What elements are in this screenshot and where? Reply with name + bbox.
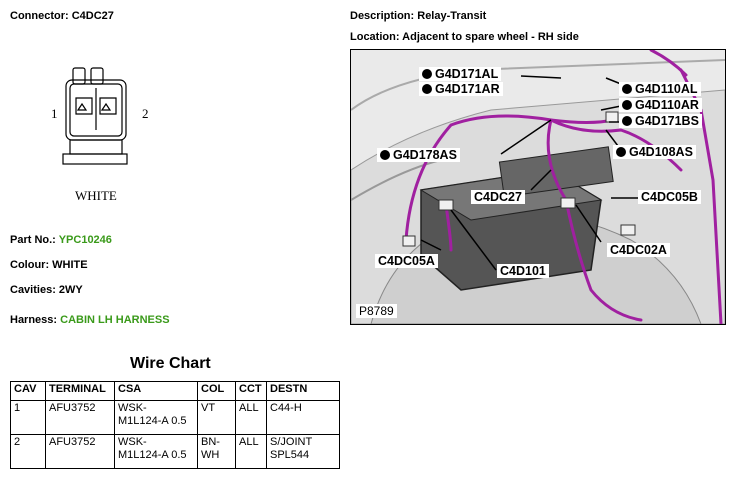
cell-destn: C44-H xyxy=(266,400,340,435)
callout-c4dc05a: C4DC05A xyxy=(375,254,438,268)
location-photo: G4D171AL G4D171AR G4D110AL G4D110AR G4D1… xyxy=(350,49,726,325)
callout-c4dc02a: C4DC02A xyxy=(607,243,670,257)
cell-cct: ALL xyxy=(235,400,267,435)
bullet-icon xyxy=(616,147,626,157)
header-destn: DESTN xyxy=(266,381,340,401)
cell-destn: S/JOINT SPL544 xyxy=(266,434,340,469)
cell-cav: 2 xyxy=(10,434,46,469)
harness-line: Harness: CABIN LH HARNESS xyxy=(10,314,170,326)
cell-cav: 1 xyxy=(10,400,46,435)
wire-chart-title: Wire Chart xyxy=(130,355,211,372)
bullet-icon xyxy=(622,116,632,126)
part-no-value: YPC10246 xyxy=(58,234,112,246)
description-line: Description: Relay-Transit xyxy=(350,10,486,22)
photo-illustration xyxy=(351,50,725,324)
pin-2-label: 2 xyxy=(142,106,149,121)
location-line: Location: Adjacent to spare wheel - RH s… xyxy=(350,31,579,43)
pin-1-label: 1 xyxy=(51,106,58,121)
bullet-icon xyxy=(622,84,632,94)
connector-color-text: WHITE xyxy=(75,188,117,203)
cell-csa: WSK- M1L124-A 0.5 xyxy=(114,400,198,435)
photo-reference: P8789 xyxy=(356,304,397,318)
table-row: 1 AFU3752 WSK- M1L124-A 0.5 VT ALL C44-H xyxy=(10,400,340,435)
connector-diagram: 1 2 WHITE xyxy=(51,67,149,203)
location-label: Location: xyxy=(350,31,400,43)
description-value: Relay-Transit xyxy=(417,10,487,22)
header-cav: CAV xyxy=(10,381,46,401)
part-no-line: Part No.: YPC10246 xyxy=(10,234,112,246)
callout-g4d171bs: G4D171BS xyxy=(619,114,702,128)
cell-csa: WSK- M1L124-A 0.5 xyxy=(114,434,198,469)
bullet-icon xyxy=(622,100,632,110)
callout-c4d101: C4D101 xyxy=(497,264,549,278)
callout-c4dc05b: C4DC05B xyxy=(638,190,701,204)
header-cct: CCT xyxy=(235,381,267,401)
part-no-label: Part No.: xyxy=(10,234,56,246)
bullet-icon xyxy=(380,150,390,160)
colour-label: Colour: xyxy=(10,259,50,271)
harness-value: CABIN LH HARNESS xyxy=(60,314,170,326)
callout-c4dc27: C4DC27 xyxy=(471,190,525,204)
header-csa: CSA xyxy=(114,381,198,401)
cavities-label: Cavities: xyxy=(10,284,56,296)
header-col: COL xyxy=(197,381,236,401)
callout-g4d110ar: G4D110AR xyxy=(619,98,702,112)
connector-label: Connector: xyxy=(10,10,69,22)
cavities-line: Cavities: 2WY xyxy=(10,284,83,296)
cell-terminal: AFU3752 xyxy=(45,400,115,435)
callout-g4d110al: G4D110AL xyxy=(619,82,701,96)
wire-chart-table: CAV TERMINAL CSA COL CCT DESTN 1 AFU3752… xyxy=(10,381,340,469)
connector-value: C4DC27 xyxy=(71,10,114,22)
harness-label: Harness: xyxy=(10,314,58,326)
description-label: Description: xyxy=(350,10,415,22)
table-row: 2 AFU3752 WSK- M1L124-A 0.5 BN- WH ALL S… xyxy=(10,434,340,469)
colour-value: WHITE xyxy=(52,259,88,271)
cell-col: VT xyxy=(197,400,236,435)
cell-terminal: AFU3752 xyxy=(45,434,115,469)
callout-g4d171ar: G4D171AR xyxy=(419,82,503,96)
bullet-icon xyxy=(422,69,432,79)
colour-line: Colour: WHITE xyxy=(10,259,88,271)
cavities-value: 2WY xyxy=(58,284,83,296)
callout-g4d171al: G4D171AL xyxy=(419,67,502,81)
callout-g4d108as: G4D108AS xyxy=(613,145,696,159)
table-header-row: CAV TERMINAL CSA COL CCT DESTN xyxy=(10,381,340,401)
cell-cct: ALL xyxy=(235,434,267,469)
header-terminal: TERMINAL xyxy=(45,381,115,401)
cell-col: BN- WH xyxy=(197,434,236,469)
bullet-icon xyxy=(422,84,432,94)
callout-g4d178as: G4D178AS xyxy=(377,148,460,162)
location-value: Adjacent to spare wheel - RH side xyxy=(402,31,579,43)
connector-line: Connector: C4DC27 xyxy=(10,10,114,22)
